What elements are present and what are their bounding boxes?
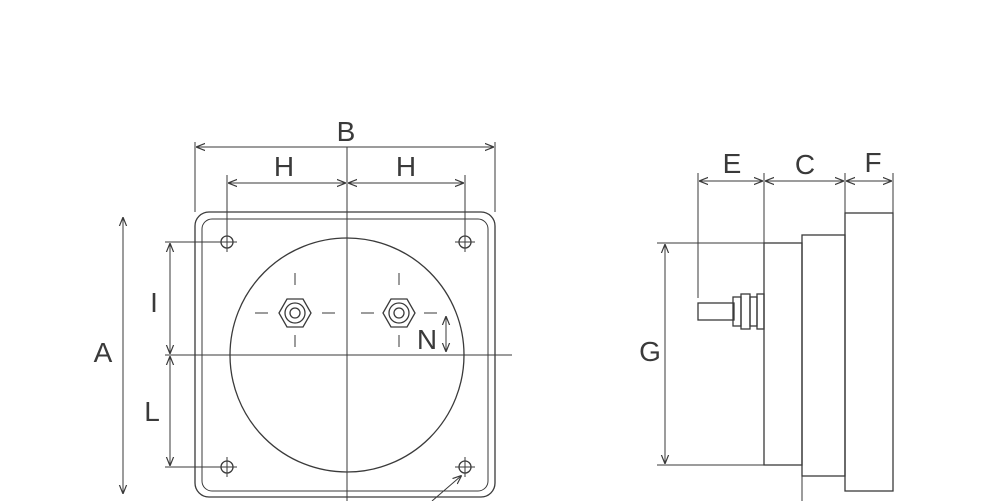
mounting-hole-top-right	[455, 232, 475, 252]
leader-arrow	[431, 476, 461, 501]
dimension-h-right-label: H	[396, 151, 416, 182]
terminal-left	[255, 273, 335, 347]
side-body	[763, 242, 803, 466]
dimension-b-label: B	[337, 116, 356, 147]
side-terminal	[697, 293, 765, 330]
dimension-i-label: I	[150, 287, 158, 318]
terminal-right	[361, 273, 437, 347]
side-flange	[801, 234, 846, 477]
dimension-h-left-label: H	[274, 151, 294, 182]
mounting-hole-bottom-left	[217, 457, 237, 477]
dimension-n-label: N	[417, 324, 437, 355]
front-view: B H H A I L N	[94, 116, 512, 501]
dimension-e-label: E	[723, 148, 742, 179]
mounting-hole-top-left	[217, 232, 237, 252]
side-bezel	[844, 212, 894, 492]
side-view: E C F G	[639, 147, 894, 501]
dimension-a-label: A	[94, 337, 113, 368]
dimension-c-label: C	[795, 149, 815, 180]
dimension-f-label: F	[864, 147, 881, 178]
mounting-hole-bottom-right	[455, 457, 475, 477]
dimension-g-label: G	[639, 336, 661, 367]
dimension-l-label: L	[144, 396, 160, 427]
